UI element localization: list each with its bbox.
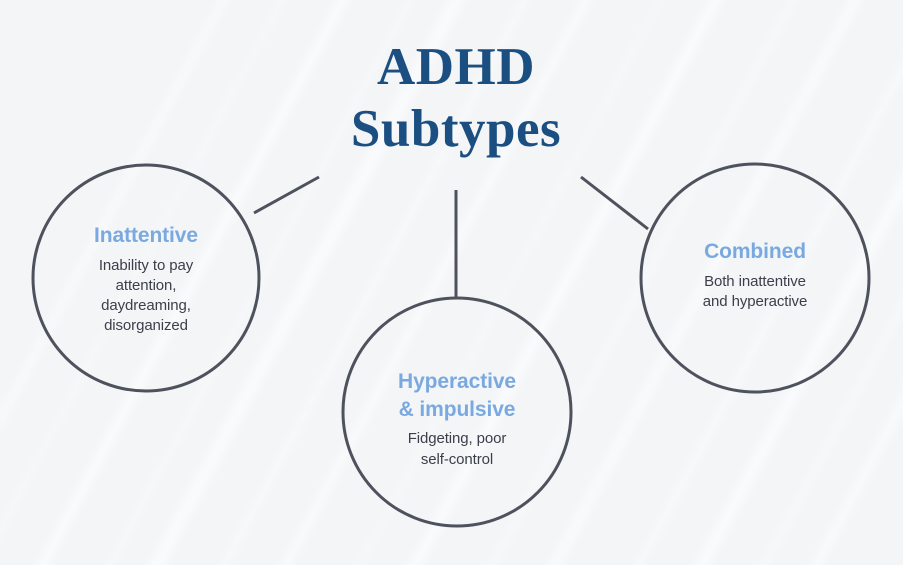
connector-inattentive bbox=[253, 175, 320, 215]
circle-combined bbox=[639, 162, 871, 394]
circle-hyperactive bbox=[341, 296, 573, 528]
page-title: ADHD Subtypes bbox=[256, 36, 656, 160]
connector-lines bbox=[253, 175, 649, 298]
title-line-1: ADHD bbox=[376, 38, 536, 96]
title-line-2: Subtypes bbox=[350, 100, 562, 158]
circle-inattentive bbox=[31, 163, 261, 393]
connector-combined bbox=[580, 175, 649, 231]
node-circles bbox=[31, 162, 871, 528]
